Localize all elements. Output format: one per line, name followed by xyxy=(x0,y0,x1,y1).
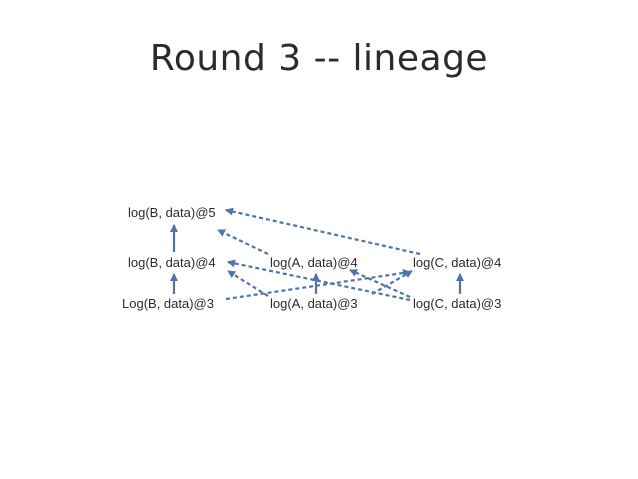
node-log-c-3: log(C, data)@3 xyxy=(413,296,502,311)
node-log-a-3: log(A, data)@3 xyxy=(270,296,358,311)
node-log-b-4: log(B, data)@4 xyxy=(128,255,216,270)
edge-c3-to-b4 xyxy=(227,259,411,302)
edge-a4-to-b5 xyxy=(217,229,269,255)
node-log-b-5: log(B, data)@5 xyxy=(128,205,216,220)
node-log-c-4: log(C, data)@4 xyxy=(413,255,502,270)
edge-a3-to-c4 xyxy=(371,270,413,295)
slide-title: Round 3 -- lineage xyxy=(149,38,489,79)
node-log-b-3: Log(B, data)@3 xyxy=(122,296,214,311)
edge-c4-to-b5 xyxy=(225,207,421,256)
edge-c3-to-a4 xyxy=(349,268,411,299)
edge-b3-to-c4 xyxy=(225,269,411,301)
edge-a3-to-b4 xyxy=(227,270,269,297)
node-log-a-4: log(A, data)@4 xyxy=(270,255,358,270)
